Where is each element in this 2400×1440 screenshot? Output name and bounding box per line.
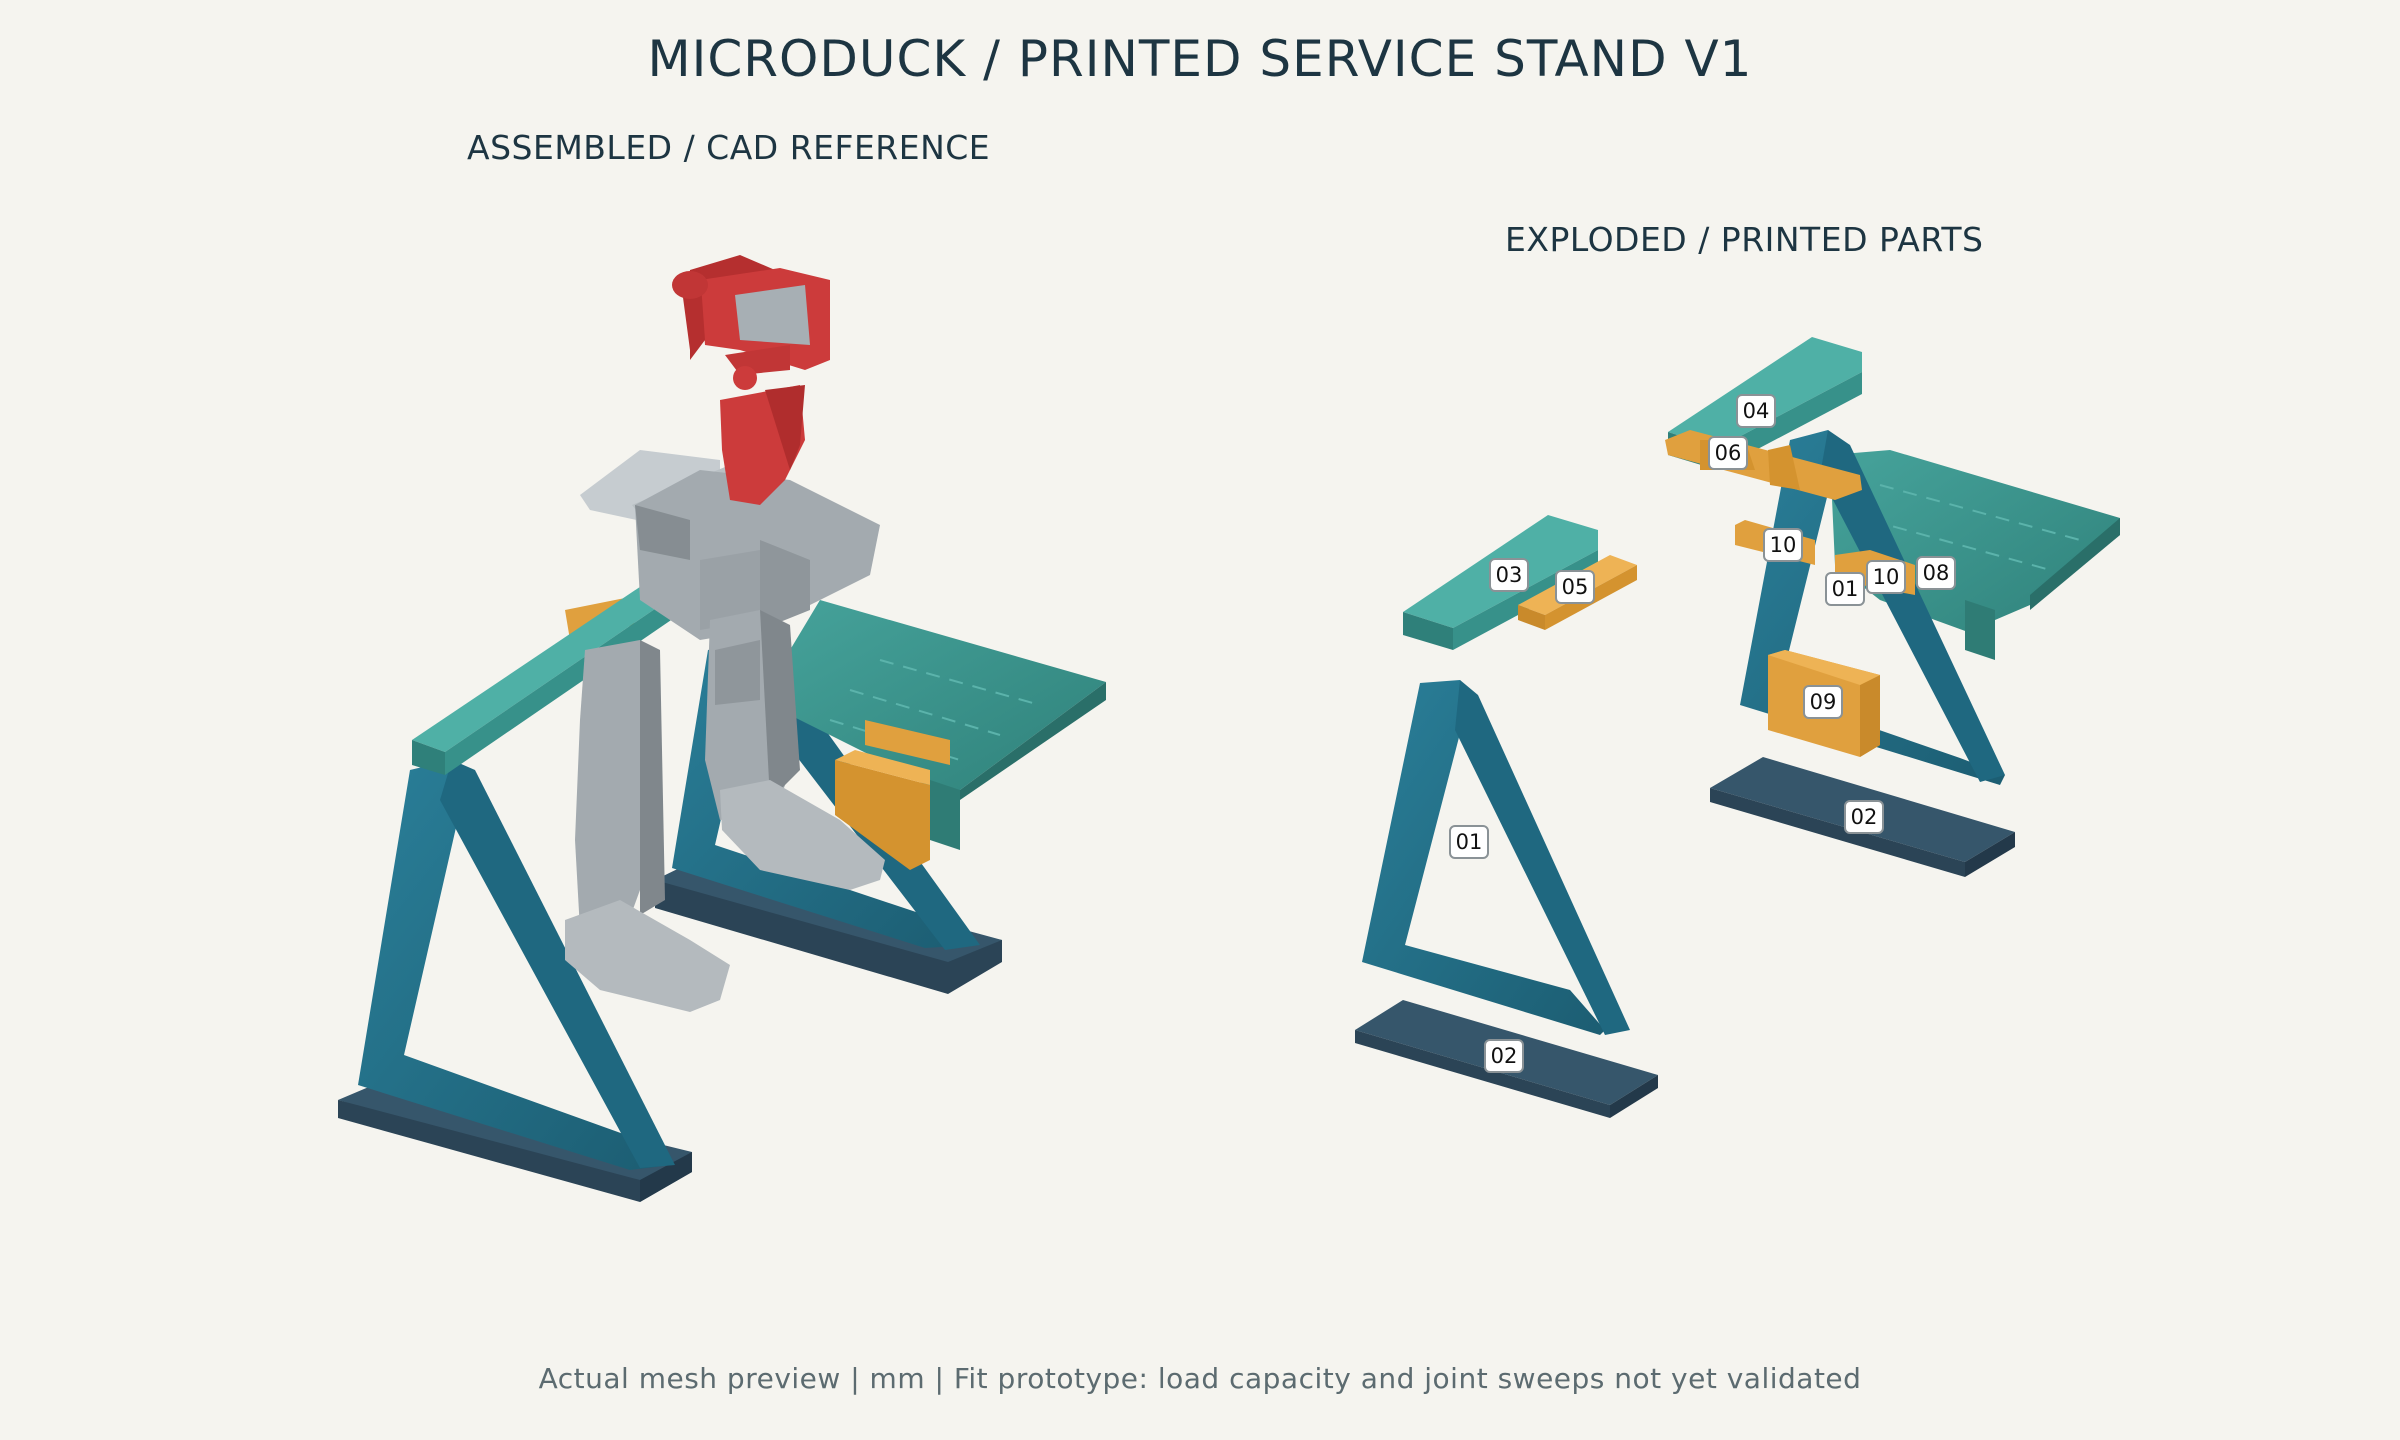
svg-text:01: 01 <box>1456 830 1483 854</box>
part-01-left <box>1362 680 1630 1035</box>
assembled-platform <box>760 600 1106 850</box>
label-02-b: 02 <box>1844 800 1884 834</box>
label-04: 04 <box>1736 394 1776 428</box>
label-10-b: 10 <box>1866 560 1906 594</box>
svg-text:08: 08 <box>1923 561 1950 585</box>
assembled-stand <box>338 255 1106 1202</box>
svg-text:10: 10 <box>1873 565 1900 589</box>
svg-text:03: 03 <box>1496 563 1523 587</box>
label-08: 08 <box>1916 556 1956 590</box>
assembled-panel-title: ASSEMBLED / CAD REFERENCE <box>467 128 991 167</box>
assembled-front-base <box>338 1078 692 1202</box>
part-01-right <box>1740 430 2005 785</box>
svg-text:02: 02 <box>1491 1044 1518 1068</box>
label-09: 09 <box>1803 685 1843 719</box>
exploded-panel-title: EXPLODED / PRINTED PARTS <box>1505 220 1984 259</box>
robot-head-red <box>672 255 830 505</box>
microduck-robot <box>565 450 885 1012</box>
svg-text:04: 04 <box>1743 399 1770 423</box>
footer-note: Actual mesh preview | mm | Fit prototype… <box>538 1362 1862 1395</box>
assembled-front-frame <box>358 760 675 1170</box>
svg-text:01: 01 <box>1832 577 1859 601</box>
svg-text:06: 06 <box>1715 441 1742 465</box>
svg-text:09: 09 <box>1810 690 1837 714</box>
label-06: 06 <box>1708 436 1748 470</box>
svg-text:10: 10 <box>1770 533 1797 557</box>
label-05: 05 <box>1555 570 1595 604</box>
label-01-a: 01 <box>1449 825 1489 859</box>
exploded-parts <box>1355 337 2120 1118</box>
page-title: MICRODUCK / PRINTED SERVICE STAND V1 <box>647 30 1753 88</box>
label-03: 03 <box>1489 558 1529 592</box>
label-02-a: 02 <box>1484 1039 1524 1073</box>
svg-text:05: 05 <box>1562 575 1589 599</box>
svg-text:02: 02 <box>1851 805 1878 829</box>
label-01-b: 01 <box>1825 572 1865 606</box>
assembled-top-beam <box>412 560 712 775</box>
label-10-a: 10 <box>1763 528 1803 562</box>
